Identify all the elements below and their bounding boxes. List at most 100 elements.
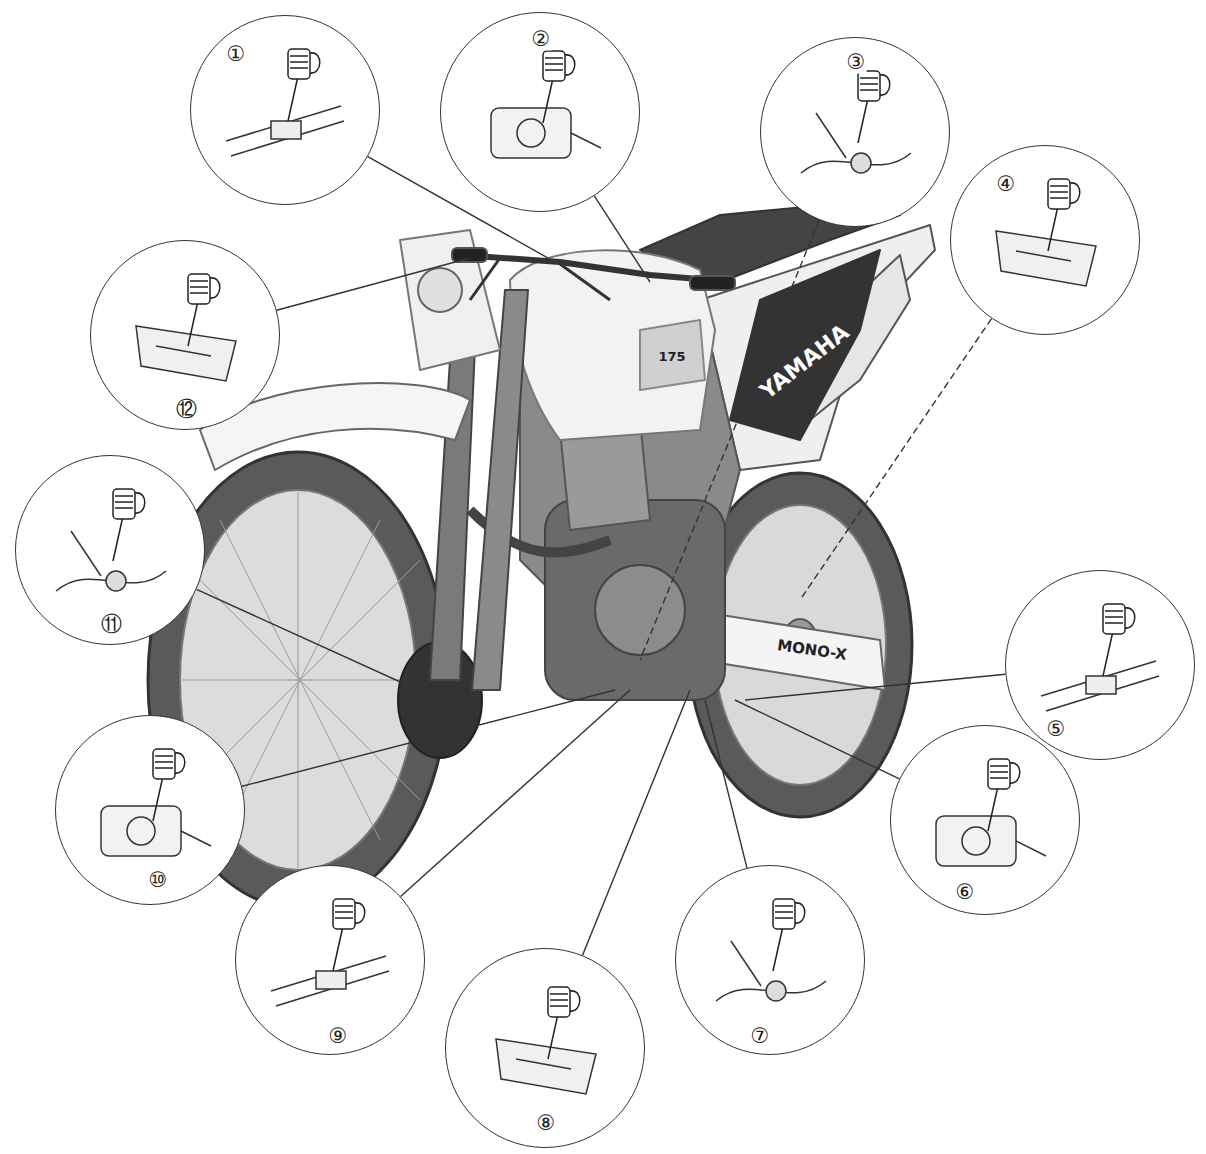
part-sketch [936, 816, 1046, 866]
drawing-part [1103, 604, 1125, 634]
drawing-part [1048, 206, 1058, 251]
drawing-part [56, 571, 166, 591]
drawing-part [1016, 251, 1071, 261]
drawing-part [766, 981, 786, 1001]
drawing-part [1050, 186, 1068, 198]
callout-number: ④ [996, 173, 1017, 196]
drawing-part [1070, 183, 1080, 203]
drawing-part [190, 281, 208, 293]
callout-number: ① [226, 43, 247, 66]
drawing-part [640, 320, 705, 390]
drawing-part [115, 496, 133, 508]
drawing-part [730, 250, 880, 440]
drawing-part [773, 926, 783, 971]
oil-can [113, 489, 145, 561]
drawing-part [880, 75, 890, 95]
drawing-part [1016, 841, 1046, 856]
drawing-part [543, 51, 565, 81]
drawing-part [113, 489, 135, 519]
callout-number: ② [531, 28, 552, 51]
drawing-part [1103, 631, 1113, 676]
drawing-part [545, 58, 563, 70]
drawing-part [690, 276, 735, 290]
drawing-part [155, 756, 173, 768]
oil-can [333, 899, 365, 971]
oil-can [773, 899, 805, 971]
inset-drawing [676, 866, 865, 1055]
drawing-part [153, 749, 175, 779]
detail-inset: ⑦ [675, 865, 865, 1055]
drawing-part [1041, 661, 1156, 696]
oil-can [288, 49, 320, 121]
drawing-part [936, 816, 1016, 866]
detail-inset: ④ [950, 145, 1140, 335]
leader-lines [196, 157, 1005, 956]
drawing-part [491, 108, 571, 158]
leader-line [594, 196, 650, 282]
drawing-part [1046, 676, 1159, 711]
drawing-part [996, 231, 1096, 286]
callout-number: ⑩ [148, 869, 169, 892]
drawing-part [210, 278, 220, 298]
drawing-part [220, 520, 380, 840]
part-sketch [136, 326, 236, 381]
oil-can [153, 749, 185, 821]
part-sketch [1041, 661, 1159, 711]
callout-number: ⑧ [536, 1112, 557, 1135]
callout-number: ⑥ [955, 881, 976, 904]
drawing-part [276, 971, 389, 1006]
drawing-part [990, 766, 1008, 778]
drawing-part [1048, 179, 1070, 209]
drawing-part [101, 806, 181, 856]
drawing-part [516, 1059, 571, 1069]
drawing-part [316, 971, 346, 989]
part-sketch [226, 106, 344, 156]
drawing-part [127, 817, 155, 845]
inset-drawing [191, 16, 380, 205]
part-sketch [101, 806, 211, 856]
drawing-part [1125, 608, 1135, 628]
drawing-part [988, 759, 1010, 789]
drawing-part [333, 899, 355, 929]
oil-can [188, 274, 220, 346]
drawing-part [188, 301, 198, 346]
detail-inset: ① [190, 15, 380, 205]
leader-line [277, 258, 470, 310]
detail-inset: ⑩ [55, 715, 245, 905]
drawing-part [548, 987, 570, 1017]
drawing-part [851, 153, 871, 173]
drawing-part [571, 133, 601, 148]
drawing-part [418, 268, 462, 312]
callout-number: ③ [846, 51, 867, 74]
detail-inset: ⑨ [235, 865, 425, 1055]
callout-number: ⑤ [1046, 718, 1067, 741]
leader-line [196, 589, 440, 700]
drawing-part [775, 906, 793, 918]
drawing-part [858, 71, 880, 101]
drawing-part [716, 981, 826, 1001]
drawing-part [1086, 676, 1116, 694]
part-sketch [801, 113, 911, 173]
drawing-part [135, 493, 145, 513]
drawing-part [543, 78, 553, 123]
leader-line [583, 690, 690, 955]
drawing-part [271, 956, 386, 991]
drawing-part [113, 516, 123, 561]
part-sketch [496, 1039, 596, 1094]
drawing-part [335, 906, 353, 918]
leader-line [735, 700, 899, 779]
part-sketch [716, 941, 826, 1001]
drawing-part [181, 831, 211, 846]
oil-can [858, 71, 890, 143]
oil-can [543, 51, 575, 123]
drawing-part [452, 248, 487, 262]
drawing-part [496, 1039, 596, 1094]
drawing-part [816, 113, 846, 158]
drawing-part [1105, 611, 1123, 623]
drawing-part [795, 903, 805, 923]
drawing-part [773, 899, 795, 929]
drawing-part [400, 230, 500, 370]
detail-inset: ⑤ [1005, 570, 1195, 760]
part-sketch [271, 956, 389, 1006]
leader-line [800, 319, 992, 600]
